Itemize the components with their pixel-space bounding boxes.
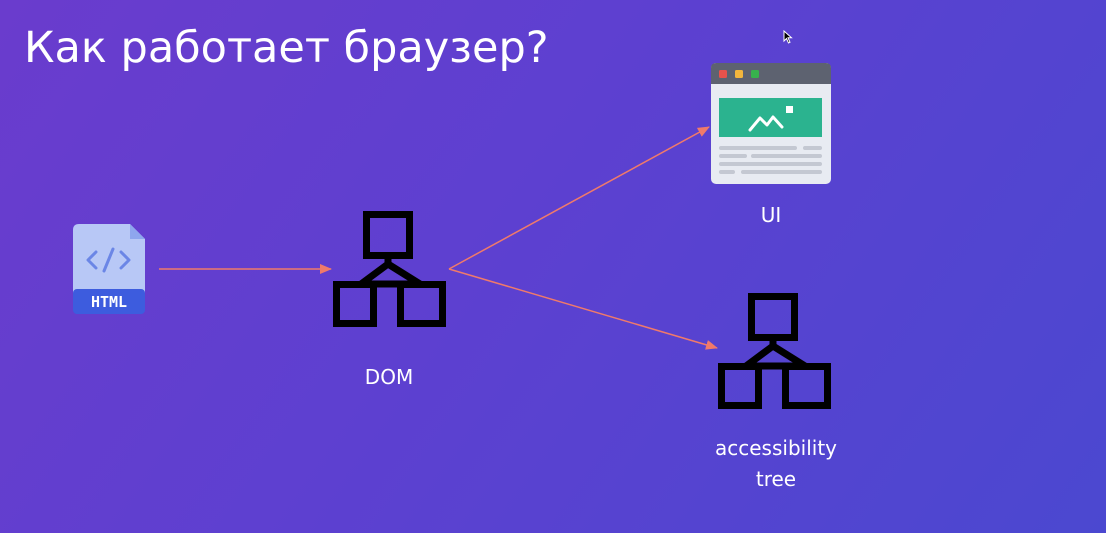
browser-window-icon bbox=[711, 63, 831, 184]
accessibility-tree-icon bbox=[718, 293, 831, 409]
arrow-dom-to-accessibility-tree bbox=[448, 268, 718, 350]
mouse-cursor-icon bbox=[783, 30, 793, 44]
html-file-label: HTML bbox=[91, 293, 127, 311]
dom-label: DOM bbox=[364, 365, 414, 389]
accessibility-tree-label-line2: tree bbox=[755, 467, 797, 491]
image-placeholder-icon bbox=[748, 106, 793, 132]
accessibility-tree-label-line1: accessibility bbox=[715, 436, 837, 460]
code-brackets-icon bbox=[86, 247, 131, 273]
window-minimize-dot bbox=[735, 70, 743, 78]
slide-title: Как работает браузер? bbox=[24, 23, 549, 73]
ui-label: UI bbox=[760, 203, 782, 227]
window-maximize-dot bbox=[751, 70, 759, 78]
arrow-dom-to-ui bbox=[448, 126, 710, 270]
window-close-dot bbox=[719, 70, 727, 78]
text-lines bbox=[719, 146, 822, 174]
html-file-icon: HTML bbox=[73, 224, 145, 314]
dom-tree-icon bbox=[333, 211, 446, 327]
